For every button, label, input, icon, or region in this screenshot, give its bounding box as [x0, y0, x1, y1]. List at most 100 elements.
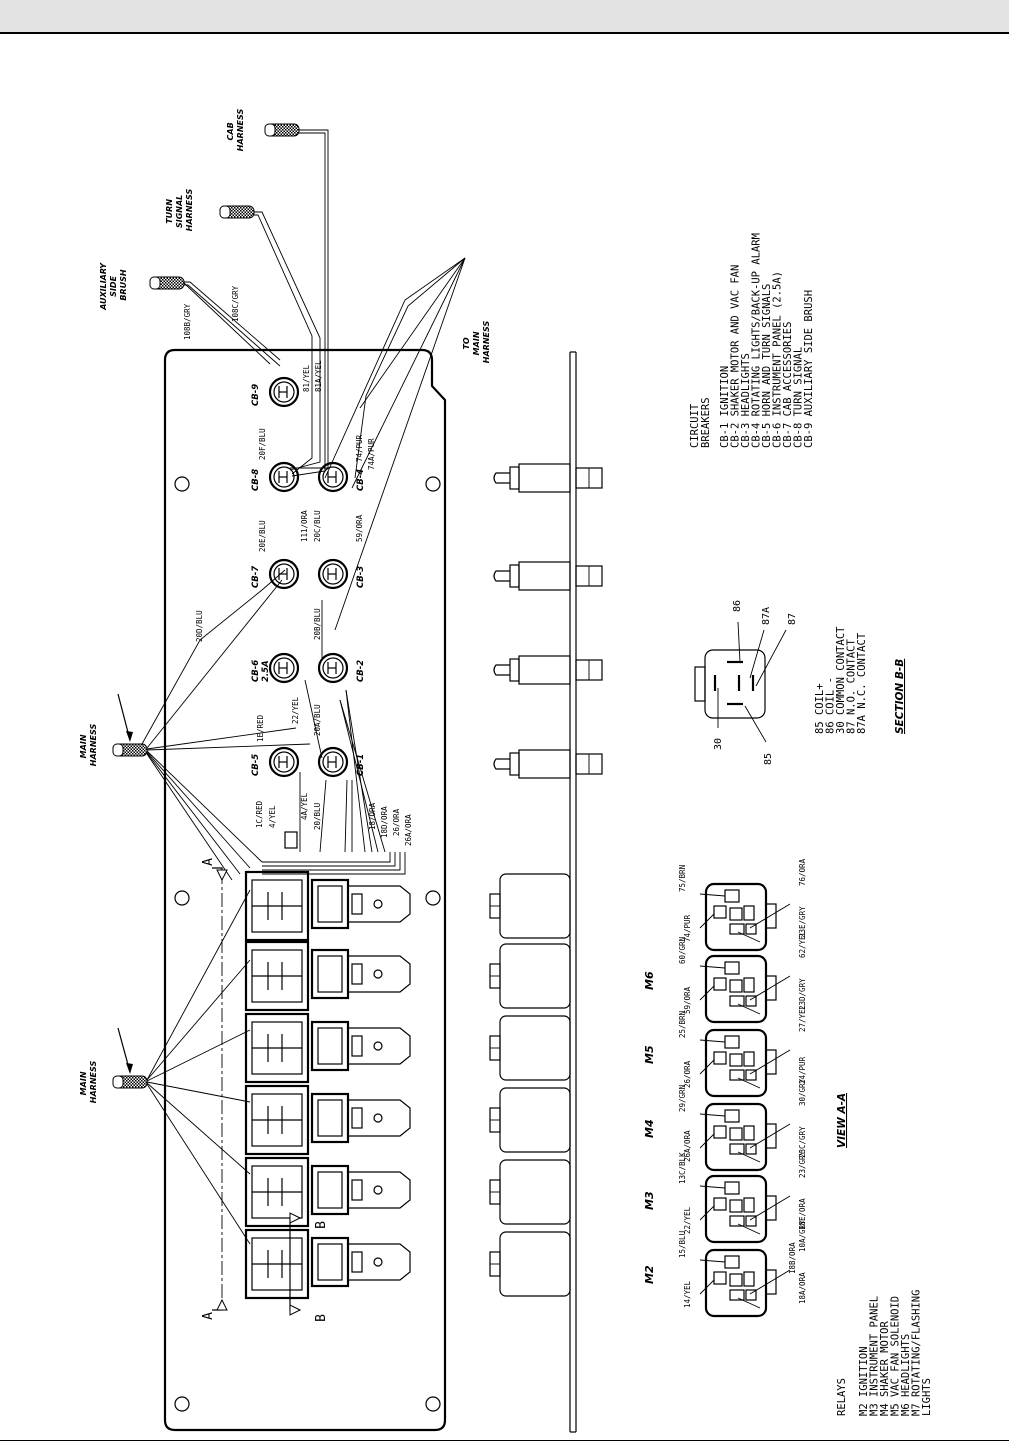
wire-4a: 4A/YEL	[300, 792, 309, 820]
section-bb-socket: 86 87A 87 30 85	[694, 600, 798, 765]
section-a-lower: A	[201, 1312, 216, 1320]
socket-wire-label: 23D/GRY	[798, 978, 807, 1010]
socket-wire-label: 23C/GRY	[798, 1126, 807, 1158]
pin-86-label: 86	[732, 600, 743, 612]
svg-text:TO MAIN HARNESS: TO MAIN HARNESS	[462, 321, 491, 364]
socket-wire-label: 15/BLU	[678, 1231, 687, 1258]
turn-harness-label-2: SIGNAL	[175, 195, 184, 228]
wire-20a: 20A/BLU	[313, 704, 322, 736]
relay-legend-item: M7 ROTATING/FLASHING	[911, 1290, 923, 1416]
section-b-upper: B	[314, 1221, 329, 1229]
breaker-label: CB-4	[356, 469, 366, 491]
breaker-legend-item: CB-3 HEADLIGHTS	[740, 353, 752, 448]
wire-108b: 108B/GRY	[183, 303, 192, 340]
breaker-legend: CIRCUIT BREAKERS CB-1 IGNITION CB-2 SHAK…	[689, 227, 815, 448]
section-markers: A A B B	[201, 858, 329, 1322]
section-a-upper: A	[201, 858, 216, 866]
breaker-side-body	[493, 463, 603, 493]
breaker-label: CB-8	[251, 469, 261, 491]
to-main-label-1: TO	[462, 337, 471, 349]
svg-text:M2 IGNITION M3 INSTRUM: M2 IGNITION M3 INSTRUMENT PANEL M4 SHAKE…	[858, 1283, 933, 1416]
socket-wire-label: 23E/GRY	[798, 906, 807, 938]
breaker-label: CB-1	[356, 754, 366, 776]
aux-label-2: SIDE	[109, 275, 118, 296]
wire-20c: 20C/BLU	[313, 510, 322, 542]
relay-legend: RELAYS M2 IGNITION M3 INSTRUMENT PANEL M…	[836, 1283, 933, 1416]
breaker-label: CB-9	[251, 384, 261, 406]
wire-59: 59/ORA	[355, 514, 364, 542]
main-harness-upper-connector	[112, 743, 148, 757]
wire-74: 74/PUR	[355, 434, 364, 462]
wire-22: 22/YEL	[291, 696, 300, 724]
pin-legend-item: 87A N.C. CONTACT	[856, 632, 868, 734]
relay-side-body	[489, 1087, 571, 1153]
breaker-cb5: CB-5	[251, 746, 300, 778]
wire-1c: 1C/RED	[255, 800, 264, 828]
socket-name: M5	[643, 1045, 656, 1064]
socket-wire-label: 23/GRY	[798, 1150, 807, 1178]
svg-text:CB-1 IGNITION CB-2 SHA: CB-1 IGNITION CB-2 SHAKER MOTOR AND VAC …	[719, 227, 815, 448]
breaker-legend-item: CB-9 AUXILIARY SIDE BRUSH	[803, 290, 815, 448]
socket-wire-label: 18B/ORA	[788, 1242, 797, 1274]
breaker-legend-item: CB-5 HORN AND TURN SIGNALS	[761, 284, 773, 448]
breaker-side-body	[493, 561, 603, 591]
relay-side-body	[489, 1015, 571, 1081]
relay-legend-item: M6 HEADLIGHTS	[900, 1334, 912, 1416]
main-upper-label-1: MAIN	[79, 734, 88, 758]
to-main-label-2: MAIN	[472, 331, 481, 355]
relay-body	[244, 940, 411, 1012]
socket-wire-label: 62/YEL	[798, 930, 807, 958]
breaker-legend-item: CB-6 INSTRUMENT PANEL (2.5A)	[772, 271, 784, 448]
wire-1e: 1E/RED	[256, 714, 265, 742]
wire-26: 26/ORA	[392, 808, 401, 836]
wire-20f: 20F/BLU	[258, 428, 267, 460]
section-bb-legend: 85 COIL+ 86 COIL - 30 COMMON CONTACT 87 …	[814, 626, 906, 734]
relay-side-bodies	[489, 873, 571, 1297]
breaker-side-body	[493, 655, 603, 685]
pin-legend-item: 30 COMMON CONTACT	[835, 626, 847, 734]
socket-wire-label: 18A/ORA	[798, 1272, 807, 1304]
pin-30-label: 30	[713, 738, 724, 750]
cab-harness-label-2: HARNESS	[236, 109, 245, 152]
wire-20d: 20D/BLU	[195, 610, 204, 642]
relay-side-body	[489, 1159, 571, 1225]
wire-routes	[141, 129, 466, 1245]
wire-74a: 74A/PUR	[367, 438, 376, 470]
wire-81a: 81A/YEL	[314, 360, 323, 392]
pin-legend-item: 85 COIL+	[814, 683, 826, 734]
breaker-cb7: CB-7	[251, 558, 300, 590]
harness-labels: CAB HARNESS TURN SIGNAL HARNESS AUXILIAR…	[79, 109, 491, 1104]
relay-legend-title: RELAYS	[836, 1378, 848, 1416]
relays-panel	[244, 870, 411, 1300]
wire-81: 81/YEL	[302, 364, 311, 392]
relay-body	[244, 1156, 411, 1228]
breaker-cb9: CB-9	[251, 376, 300, 408]
view-aa-title: VIEW A-A	[836, 1093, 848, 1148]
pin-legend-item: 87 N.O. CONTACT	[846, 638, 858, 734]
wire-18d: 18D/ORA	[380, 806, 389, 838]
socket-wire-label: 13C/BLK	[678, 1152, 687, 1184]
relay-body	[244, 870, 411, 942]
socket-wire-label: 59/ORA	[683, 986, 692, 1014]
turn-harness-label-3: HARNESS	[185, 189, 194, 232]
socket-wire-label: 75/BRN	[678, 865, 687, 892]
side-rail	[569, 351, 577, 1433]
pin-legend-item: 86 COIL -	[825, 677, 837, 734]
breaker-side-body	[493, 749, 603, 779]
main-lower-label-1: MAIN	[79, 1071, 88, 1095]
panel-outline	[163, 348, 447, 1432]
breaker-label: CB-5	[251, 754, 261, 776]
pin-87a-label: 87A	[761, 607, 772, 625]
svg-text:MAIN HARNESS: MAIN HARNESS	[79, 1061, 98, 1104]
wire-20b: 20B/BLU	[313, 608, 322, 640]
breaker-legend-title-1: CIRCUIT	[689, 403, 701, 448]
breaker-sublabel: 2.5A	[261, 660, 271, 682]
breaker-label: CB-6	[251, 660, 261, 682]
svg-text:AUXILIARY SIDE BRU: AUXILIARY SIDE BRUSH	[99, 260, 128, 311]
